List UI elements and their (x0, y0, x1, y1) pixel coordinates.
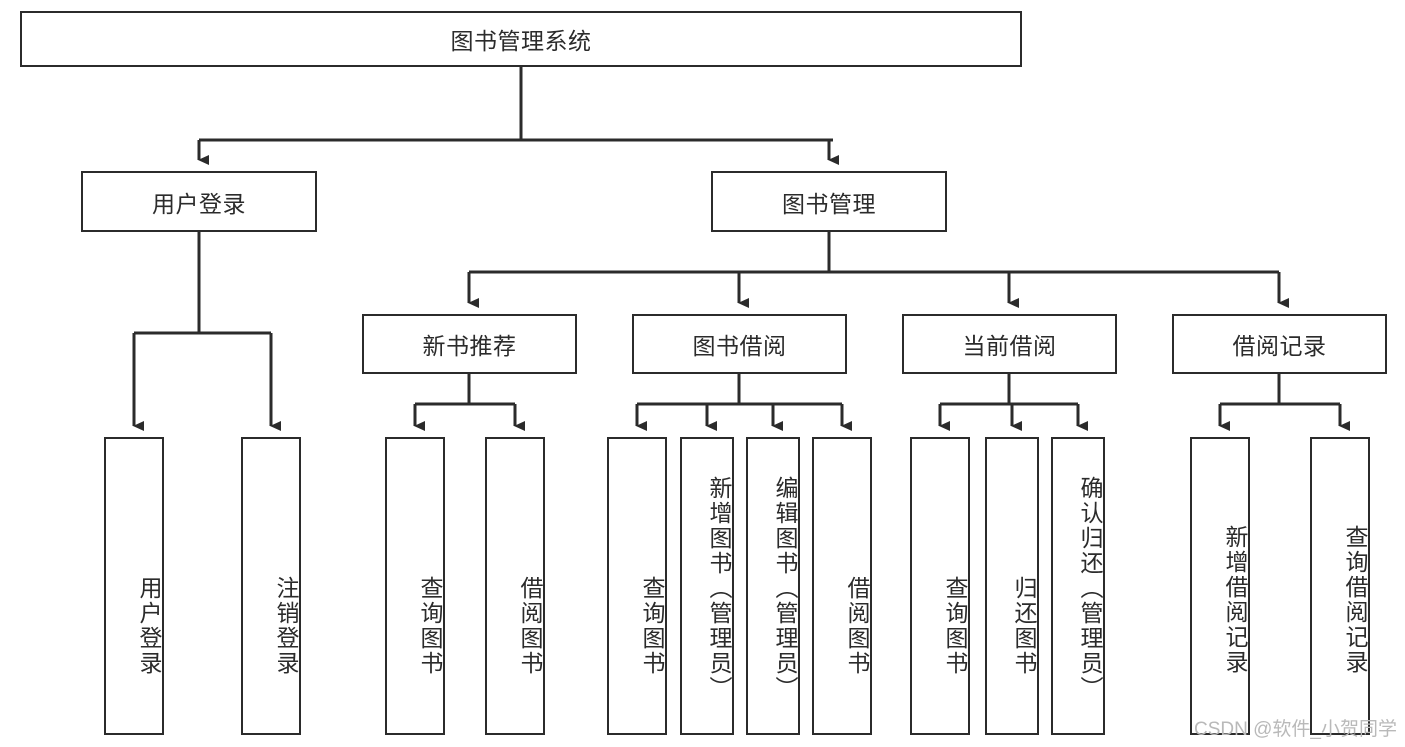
leaf-user-login[interactable]: 用户登录 (104, 437, 164, 735)
leaf-logout[interactable]: 注销登录 (241, 437, 301, 735)
node-root[interactable]: 图书管理系统 (20, 11, 1022, 67)
node-book-borrow[interactable]: 图书借阅 (632, 314, 847, 374)
node-current-borrow[interactable]: 当前借阅 (902, 314, 1117, 374)
leaf-return-book[interactable]: 归还图书 (985, 437, 1039, 735)
leaf-edit-book-admin[interactable]: 编辑图书（管理员） (746, 437, 800, 735)
node-new-book-recommend[interactable]: 新书推荐 (362, 314, 577, 374)
leaf-borrow-book-borrow[interactable]: 借阅图书 (812, 437, 872, 735)
leaf-query-book-newbook[interactable]: 查询图书 (385, 437, 445, 735)
node-book-management[interactable]: 图书管理 (711, 171, 947, 232)
leaf-confirm-return-admin[interactable]: 确认归还（管理员） (1051, 437, 1105, 735)
leaf-query-book-current[interactable]: 查询图书 (910, 437, 970, 735)
watermark: CSDN @软件_小贺同学 (1194, 719, 1397, 740)
node-user-login[interactable]: 用户登录 (81, 171, 317, 232)
leaf-add-book-admin[interactable]: 新增图书（管理员） (680, 437, 734, 735)
leaf-borrow-book-newbook[interactable]: 借阅图书 (485, 437, 545, 735)
node-borrow-record[interactable]: 借阅记录 (1172, 314, 1387, 374)
leaf-query-borrow-record[interactable]: 查询借阅记录 (1310, 437, 1370, 735)
leaf-query-book-borrow[interactable]: 查询图书 (607, 437, 667, 735)
leaf-add-borrow-record[interactable]: 新增借阅记录 (1190, 437, 1250, 735)
